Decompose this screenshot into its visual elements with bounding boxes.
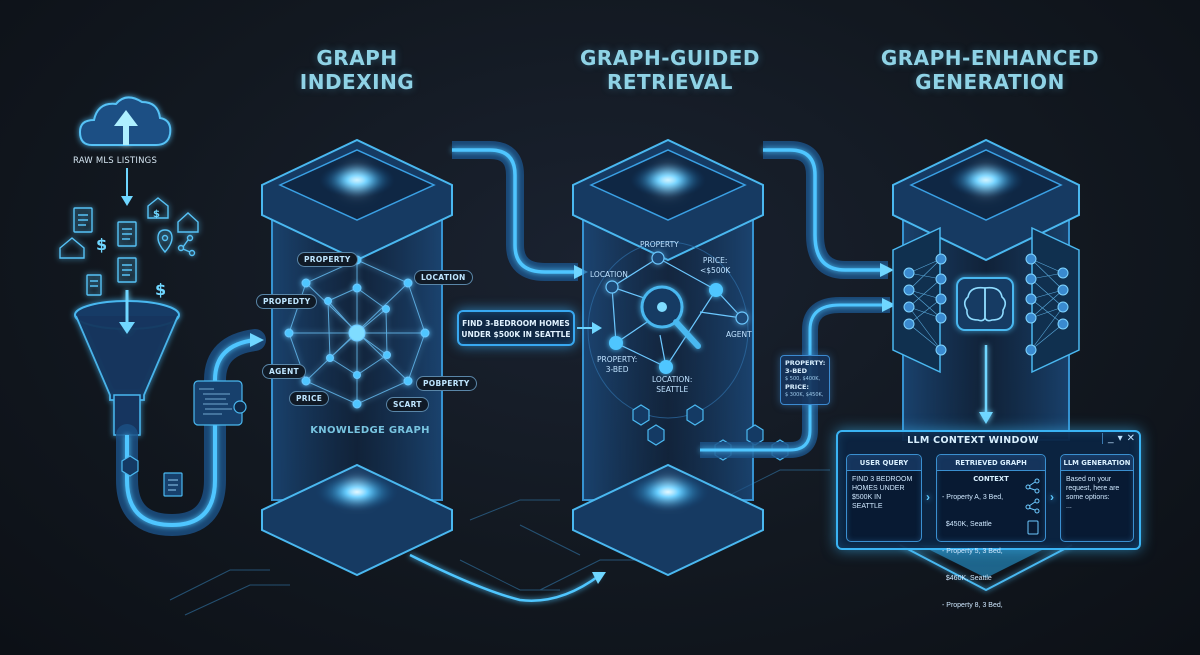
card-line: $ 500, $400K, [785,376,821,382]
source-label: RAW MLS LISTINGS [73,156,158,166]
dollar-icons: $ $ $ [96,209,166,299]
query-line: FIND 3-BEDROOM HOMES [462,319,570,328]
panel-line: FIND 3 BEDROOM [852,476,913,483]
node-label-price: PRICE: <$500K [700,256,730,276]
hex-chip-pipe [121,455,139,477]
panel-retrieved-context: RETRIEVED GRAPH CONTEXT - Property A, 3 … [936,454,1046,609]
panel-line: ... [1066,503,1072,510]
panel-body: FIND 3 BEDROOM HOMES UNDER $500K IN SEAT… [847,471,921,515]
source-down-arrow [121,168,133,206]
listing-icons [59,197,199,296]
stage-title-indexing: GRAPH INDEXING [262,46,452,94]
node-label-property: PROPERTY [640,240,679,249]
svg-text:$: $ [96,235,107,254]
label-line: 3-BED [605,365,629,374]
chip-property-3: POBPERTY [416,376,477,391]
data-card-source [193,380,247,426]
panel-header: RETRIEVED GRAPH CONTEXT [937,455,1045,483]
panel-line: SEATTLE [852,503,883,510]
panel-llm-generation: LLM GENERATION Based on your request, he… [1060,454,1134,542]
panel-body: Based on your request, here are some opt… [1061,471,1133,515]
knowledge-graph-caption: KNOWLEDGE GRAPH [310,425,430,436]
panel-line: $460K, Seattle [942,575,992,582]
brain-icon [956,277,1014,331]
card-line: PROPERTY: [785,359,826,367]
node-label-agent: AGENT [726,330,752,339]
chip-location: LOCATION [414,270,473,285]
chevron-right-icon: › [1050,490,1054,504]
panel-line: $450K, Seattle [942,521,992,528]
query-line: UNDER $500K IN SEATTLE [461,330,571,339]
label-line: <$500K [700,266,731,275]
close-icon[interactable]: ✕ [1126,433,1135,444]
node-label-location-seattle: LOCATION: SEATTLE [652,375,692,395]
window-controls: _ ▾ ✕ [1102,433,1135,444]
chevron-right-icon: › [926,490,930,504]
title-line: GRAPH-ENHANCED [880,46,1100,70]
cloud-upload-icon [78,96,172,146]
title-line: RETRIEVAL [606,70,734,94]
panel-user-query: USER QUERY FIND 3 BEDROOM HOMES UNDER $5… [846,454,922,542]
down-arrow-to-context [979,345,993,424]
svg-text:$: $ [153,209,160,220]
panel-line: request, here are [1066,485,1120,492]
label-line: LOCATION: [652,375,693,384]
chip-property: PROPERTY [297,252,358,267]
svg-text:$: $ [155,280,166,299]
stage-title-retrieval: GRAPH-GUIDED RETRIEVAL [560,46,780,94]
panel-line: $500K IN [852,494,882,501]
node-label-location: LOCATION [590,270,628,279]
panel-line: HOMES UNDER [852,485,905,492]
panel-body: - Property A, 3 Bed, $450K, Seattle - Pr… [937,471,1045,632]
context-window-title: LLM CONTEXT WINDOW [907,435,1039,446]
panel-line: some options: [1066,494,1110,501]
neural-network-right [1030,258,1064,351]
panel-header: LLM GENERATION [1061,455,1133,471]
stage-title-generation: GRAPH-ENHANCED GENERATION [880,46,1100,94]
pipe-source-to-indexing [116,329,266,537]
chip-price: PRICE [289,391,330,406]
neural-nodes [903,253,1069,356]
chip-scart: SCART [386,397,429,412]
pipe-retrieval-to-generation-upper [763,141,894,279]
card-line: PRICE: [785,383,809,391]
pillar-indexing [261,138,453,577]
minimize-icon[interactable]: _ [1108,433,1114,444]
pipe-bottom-flow [409,553,606,602]
retrieved-result-card: PROPERTY: 3-BED $ 500, $400K, PRICE: $ 3… [780,355,830,405]
graph-share-icons [1025,478,1040,535]
card-line: 3-BED [785,367,808,375]
node-label-property-3bed: PROPERTY: 3-BED [597,355,637,375]
pin-icon[interactable]: ▾ [1117,433,1123,444]
label-line: PRICE: [702,256,728,265]
panel-line: - Property 8, 3 Bed, [942,602,1003,609]
title-line: INDEXING [299,70,415,94]
funnel-icon [74,290,180,436]
title-line: GRAPH [316,46,398,70]
label-line: PROPERTY: [597,355,638,364]
panel-line: - Property A, 3 Bed, [942,494,1004,501]
llm-context-window: LLM CONTEXT WINDOW _ ▾ ✕ USER QUERY FIND… [836,430,1141,609]
magnifier-icon [640,285,701,349]
title-line: GRAPH-GUIDED [580,46,760,70]
panel-header: USER QUERY [847,455,921,471]
panel-line: Based on your [1066,476,1112,483]
panel-line: - Property 5, 3 Bed, [942,548,1003,555]
card-line: $ 300K, $450K, [785,392,824,398]
chip-agent: AGENT [262,364,306,379]
user-query-box: FIND 3-BEDROOM HOMES UNDER $500K IN SEAT… [457,310,575,346]
query-arrow [577,322,602,334]
neural-network-left [908,258,942,351]
label-line: SEATTLE [656,385,689,394]
chip-property-2: PROPEDTY [256,294,318,309]
title-line: GENERATION [915,70,1065,94]
document-icon-pipe [163,472,183,497]
pipe-indexing-to-retrieval [452,141,588,281]
retrieval-nodes [605,251,749,374]
